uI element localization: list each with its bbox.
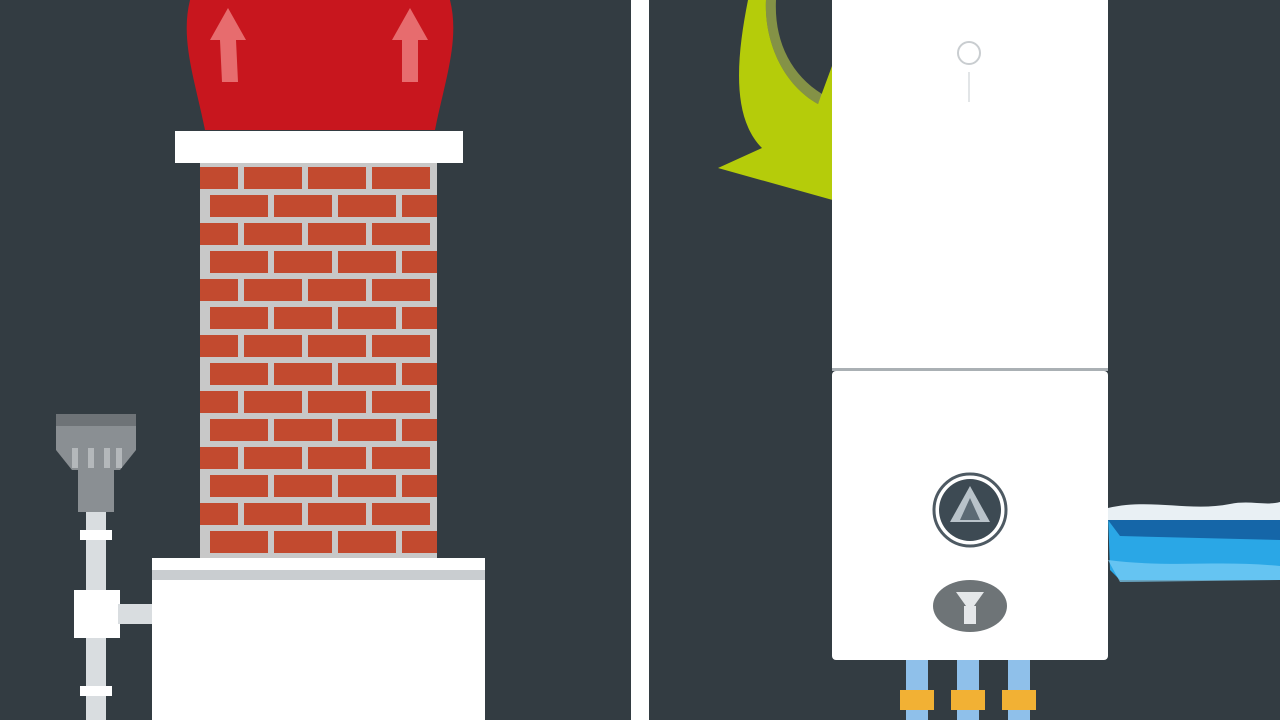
right-panel [650,0,1280,720]
brick [200,167,238,189]
up-arrow-icon [392,8,428,82]
brick [338,531,396,553]
brick [274,363,332,385]
brick [210,363,268,385]
brick [402,475,437,497]
brick [244,391,302,413]
gas-meter-icon [56,414,136,512]
brick [244,503,302,525]
brick [338,307,396,329]
power-indicator-icon [957,41,981,102]
brick [308,279,366,301]
brick [200,223,238,245]
brick [308,335,366,357]
brick [338,195,396,217]
brick [372,223,430,245]
brick [338,363,396,385]
brick-chimney [200,163,437,558]
brick [402,251,437,273]
brick [244,335,302,357]
panel-divider-line [631,0,649,720]
brick [402,531,437,553]
brick [308,391,366,413]
brick [338,475,396,497]
brick [372,279,430,301]
brick [274,419,332,441]
brick [402,419,437,441]
brick [210,195,268,217]
brick [308,167,366,189]
brick [210,531,268,553]
tap-button-icon[interactable] [933,580,1007,632]
brick [200,279,238,301]
brick [402,307,437,329]
brick [200,335,238,357]
brick [200,391,238,413]
boiler-unit [152,558,485,720]
boiler-pipes [900,660,1036,720]
water-flow [1108,502,1280,582]
brick [274,251,332,273]
brick [372,503,430,525]
brick [338,251,396,273]
brick [274,475,332,497]
left-panel [0,0,630,720]
right-scene-svg [718,0,1280,720]
brick [200,503,238,525]
flame-button-icon[interactable] [932,472,1008,548]
gas-pipe [74,512,152,720]
brick [274,195,332,217]
brick [308,503,366,525]
brick [244,447,302,469]
brick [244,223,302,245]
brick [210,251,268,273]
brick [402,195,437,217]
brick [338,419,396,441]
chimney-cap [175,131,463,163]
brick [244,167,302,189]
brick [372,167,430,189]
brick [274,531,332,553]
brick [372,447,430,469]
brick [210,475,268,497]
brick [308,223,366,245]
brick [372,391,430,413]
heat-plume [186,0,454,130]
left-scene-svg [56,0,485,720]
brick [372,335,430,357]
curved-arrow-icon [718,0,854,206]
brick [210,419,268,441]
brick [308,447,366,469]
up-arrow-icon [210,8,246,82]
brick [402,363,437,385]
brick [200,447,238,469]
brick [244,279,302,301]
brick [274,307,332,329]
brick [210,307,268,329]
